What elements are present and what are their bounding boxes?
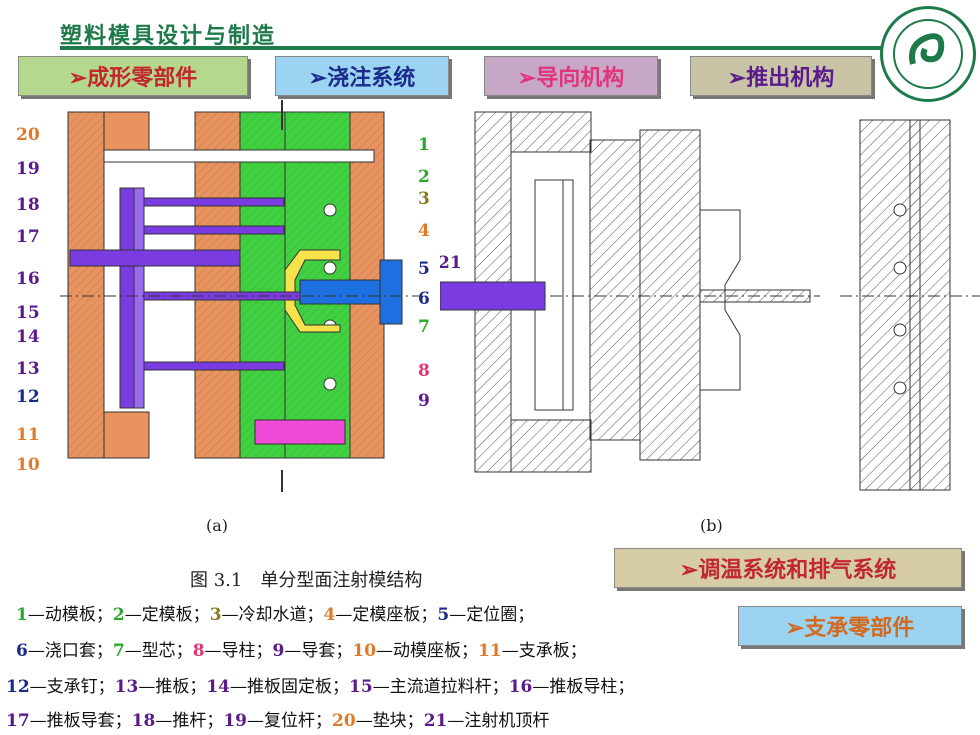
legend-text: —浇口套；: [27, 641, 113, 661]
legend-number: 11: [478, 641, 502, 661]
legend-text: —垫块；: [355, 711, 424, 731]
legend-number: 5: [437, 605, 450, 625]
legend-text: —动模板；: [27, 605, 113, 625]
label-3: 3: [418, 189, 430, 209]
label-21: 21: [440, 253, 462, 273]
mold-drawing-b: 21: [440, 111, 980, 491]
label-2: 2: [418, 167, 430, 187]
label-4: 4: [418, 221, 430, 241]
legend-number: 1: [16, 605, 28, 625]
legend-number: 13: [114, 677, 139, 697]
mold-drawing-a: 20 19 18 17 16 15 14 13 12 11 10 1 2 3 4…: [16, 100, 430, 492]
legend-number: 2: [112, 605, 125, 625]
label-10: 10: [16, 455, 40, 475]
header-rule: [60, 46, 890, 50]
legend-text: —主流道拉料杆；: [372, 677, 509, 697]
legend-text: —推板导柱；: [532, 677, 635, 697]
legend-number: 16: [508, 677, 533, 697]
header-title: 塑料模具设计与制造: [60, 23, 277, 49]
label-16: 16: [16, 269, 40, 289]
legend-number: 3: [209, 605, 222, 625]
legend-text: —支承板；: [501, 641, 587, 661]
legend-number: 6: [16, 641, 28, 661]
label-18: 18: [16, 195, 40, 215]
legend-row-1: 1—动模板；2—定模板；3—冷却水道；4—定模座板；5—定位圈；: [16, 600, 534, 625]
label-14: 14: [16, 327, 40, 347]
legend-number: 14: [206, 677, 231, 697]
legend-number: 12: [6, 677, 30, 697]
university-logo: [880, 6, 976, 102]
label-9: 9: [418, 391, 430, 411]
nav-ejection-mechanism-label: ➢推出机构: [727, 65, 835, 91]
logo-icon: [893, 19, 963, 89]
legend-text: —支承钉；: [29, 677, 115, 697]
legend-text: —定模板；: [124, 605, 210, 625]
legend-number: 9: [272, 641, 285, 661]
legend-number: 17: [6, 711, 30, 731]
nav-guide-mechanism-button[interactable]: ➢导向机构: [484, 56, 658, 96]
label-1: 1: [418, 135, 430, 155]
legend-text: —导柱；: [204, 641, 273, 661]
legend-text: —定位圈；: [449, 605, 535, 625]
label-19: 19: [16, 159, 40, 179]
legend-text: —导套；: [284, 641, 353, 661]
legend-number: 7: [112, 641, 125, 661]
caption-b: (b): [700, 516, 723, 535]
legend-text: —推板；: [138, 677, 207, 697]
nav-temperature-venting-label: ➢调温系统和排气系统: [679, 557, 897, 583]
legend-number: 8: [192, 641, 205, 661]
figure-title: 图 3.1 单分型面注射模结构: [190, 570, 423, 591]
legend-text: —定模座板；: [335, 605, 438, 625]
legend-text: —注射机顶杆: [447, 711, 550, 731]
legend-row-4: 17—推板导套；18—推杆；19—复位杆；20—垫块；21—注射机顶杆: [6, 706, 549, 731]
caption-a: (a): [206, 516, 229, 535]
label-15: 15: [16, 303, 40, 323]
legend-text: —动模座板；: [376, 641, 479, 661]
nav-gating-system-button[interactable]: ➢浇注系统: [275, 56, 449, 96]
legend-text: —推板导套；: [29, 711, 132, 731]
label-17: 17: [16, 227, 40, 247]
label-12: 12: [16, 387, 40, 407]
label-11: 11: [16, 425, 40, 445]
nav-guide-mechanism-label: ➢导向机构: [517, 65, 625, 91]
legend-row-2: 6—浇口套；7—型芯；8—导柱；9—导套；10—动模座板；11—支承板；: [16, 636, 587, 661]
nav-forming-parts-button[interactable]: ➢成形零部件: [18, 56, 248, 96]
nav-support-parts-label: ➢支承零部件: [785, 615, 915, 641]
legend-text: —型芯；: [124, 641, 193, 661]
legend-text: —推板固定板；: [230, 677, 350, 697]
label-5: 5: [418, 259, 430, 279]
legend-text: —推杆；: [155, 711, 224, 731]
nav-gating-system-label: ➢浇注系统: [308, 65, 416, 91]
nav-support-parts-button[interactable]: ➢支承零部件: [738, 606, 962, 646]
nav-ejection-mechanism-button[interactable]: ➢推出机构: [690, 56, 872, 96]
label-7: 7: [418, 317, 430, 337]
legend-number: 21: [423, 711, 448, 731]
label-13: 13: [16, 359, 40, 379]
nav-forming-parts-label: ➢成形零部件: [68, 65, 198, 91]
label-8: 8: [418, 361, 430, 381]
legend-row-3: 12—支承钉；13—推板；14—推板固定板；15—主流道拉料杆；16—推板导柱；: [6, 672, 634, 697]
legend-number: 4: [323, 605, 336, 625]
legend-number: 15: [349, 677, 373, 697]
label-20: 20: [16, 125, 40, 145]
legend-number: 19: [223, 711, 248, 731]
legend-text: —复位杆；: [247, 711, 333, 731]
label-6: 6: [418, 289, 430, 309]
legend-text: —冷却水道；: [221, 605, 324, 625]
legend-number: 10: [352, 641, 377, 661]
legend-number: 20: [332, 711, 356, 731]
legend-number: 18: [131, 711, 156, 731]
nav-temperature-venting-button[interactable]: ➢调温系统和排气系统: [614, 548, 962, 588]
